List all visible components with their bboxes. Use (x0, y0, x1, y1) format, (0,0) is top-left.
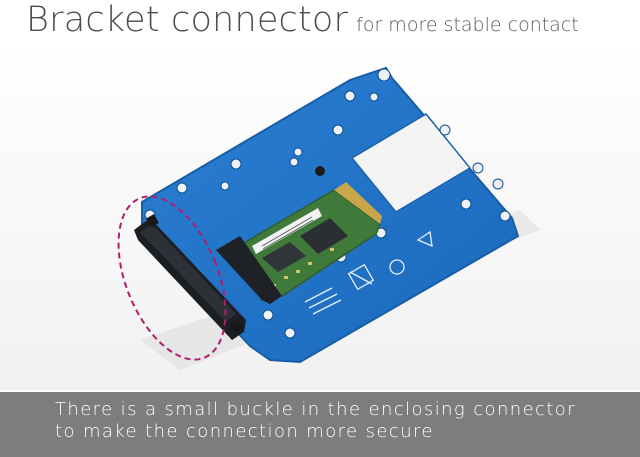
headline: Bracket connector for more stable contact (26, 0, 579, 40)
sata-connector (134, 214, 246, 340)
board-markings (304, 230, 433, 315)
board-cutout (350, 113, 472, 213)
nand-chip (300, 218, 348, 254)
gold-contacts (334, 182, 382, 224)
buckle-highlight-ellipse (117, 195, 227, 361)
headline-subtitle: for more stable contact (356, 14, 579, 36)
caption-line-2: to make the connection more secure (55, 421, 434, 442)
m2-ssd-card (230, 182, 382, 301)
m2-socket (216, 236, 282, 304)
caption-line-1: There is a small buckle in the enclosing… (55, 399, 577, 420)
ssd-label (252, 208, 322, 254)
controller-chip (262, 242, 306, 272)
screw (315, 166, 325, 176)
label-barcode (261, 216, 314, 250)
caption-band (0, 392, 640, 457)
caption: There is a small buckle in the enclosing… (55, 399, 576, 443)
product-photo (0, 40, 640, 390)
mounting-holes (144, 68, 511, 339)
headline-title: Bracket connector (26, 0, 349, 40)
